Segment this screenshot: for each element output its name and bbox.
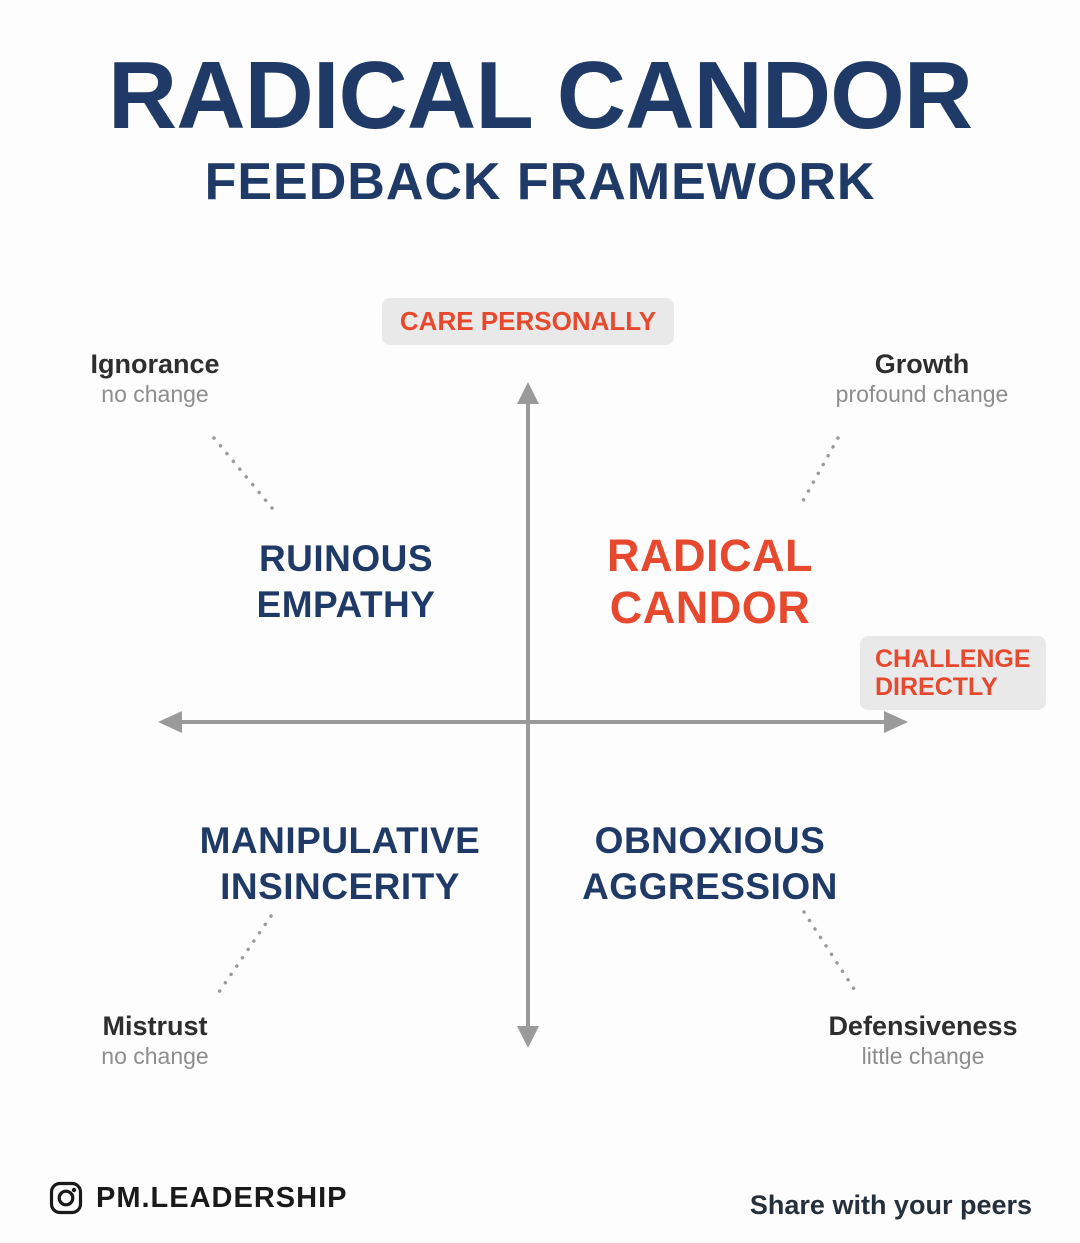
page-title: RADICAL CANDOR — [107, 42, 973, 149]
quadrant-label-line: RADICAL — [607, 530, 813, 581]
outcome-title: Growth — [874, 349, 970, 379]
quadrant-label-line: EMPATHY — [256, 584, 436, 626]
outcome-title: Mistrust — [102, 1011, 208, 1041]
outcome-title: Defensiveness — [828, 1011, 1018, 1041]
outcome-ignorance: Ignorance no change — [5, 348, 305, 410]
quadrant-radical-candor: RADICAL CANDOR — [490, 530, 930, 634]
outcome-subtitle: no change — [101, 381, 209, 408]
quadrant-label-line: RUINOUS — [258, 538, 434, 579]
quadrant-label-line: AGGRESSION — [582, 866, 838, 908]
outcome-growth: Growth profound change — [772, 348, 1072, 410]
x-axis-label-line2: DIRECTLY — [875, 673, 998, 701]
dotted-connector-bottom-right — [802, 910, 858, 994]
social-handle-text: PM.LEADERSHIP — [96, 1181, 348, 1214]
arrow-down-icon — [517, 1026, 539, 1048]
quadrant-label-line: OBNOXIOUS — [594, 820, 826, 861]
outcome-subtitle: no change — [101, 1043, 209, 1070]
dotted-connector-bottom-left — [217, 914, 273, 994]
arrow-left-icon — [158, 711, 182, 733]
arrow-up-icon — [517, 382, 539, 404]
quadrant-label-line: MANIPULATIVE — [199, 820, 481, 861]
arrow-right-icon — [884, 711, 908, 733]
outcome-subtitle: profound change — [835, 381, 1009, 408]
outcome-mistrust: Mistrust no change — [5, 1010, 305, 1072]
page-subtitle: FEEDBACK FRAMEWORK — [204, 153, 876, 211]
quadrant-obnoxious-aggression: OBNOXIOUS AGGRESSION — [490, 818, 930, 911]
footer-social-handle: PM.LEADERSHIP — [48, 1180, 347, 1216]
quadrant-manipulative-insincerity: MANIPULATIVE INSINCERITY — [120, 818, 560, 911]
quadrant-ruinous-empathy: RUINOUS EMPATHY — [126, 536, 566, 629]
quadrant-label-line: INSINCERITY — [220, 866, 460, 908]
x-axis-label-line1: CHALLENGE — [875, 645, 1031, 673]
outcome-title: Ignorance — [90, 349, 220, 379]
quadrant-label-line: CANDOR — [609, 581, 811, 633]
y-axis-label-care-personally: CARE PERSONALLY — [381, 298, 675, 346]
dotted-connector-top-right — [797, 436, 840, 510]
share-prompt: Share with your peers — [749, 1190, 1032, 1220]
x-axis-label-challenge-directly: CHALLENGE DIRECTLY — [860, 636, 1046, 710]
outcome-subtitle: little change — [861, 1043, 985, 1070]
dotted-connector-top-left — [212, 436, 274, 510]
instagram-icon — [49, 1181, 83, 1215]
outcome-defensiveness: Defensiveness little change — [773, 1010, 1073, 1072]
